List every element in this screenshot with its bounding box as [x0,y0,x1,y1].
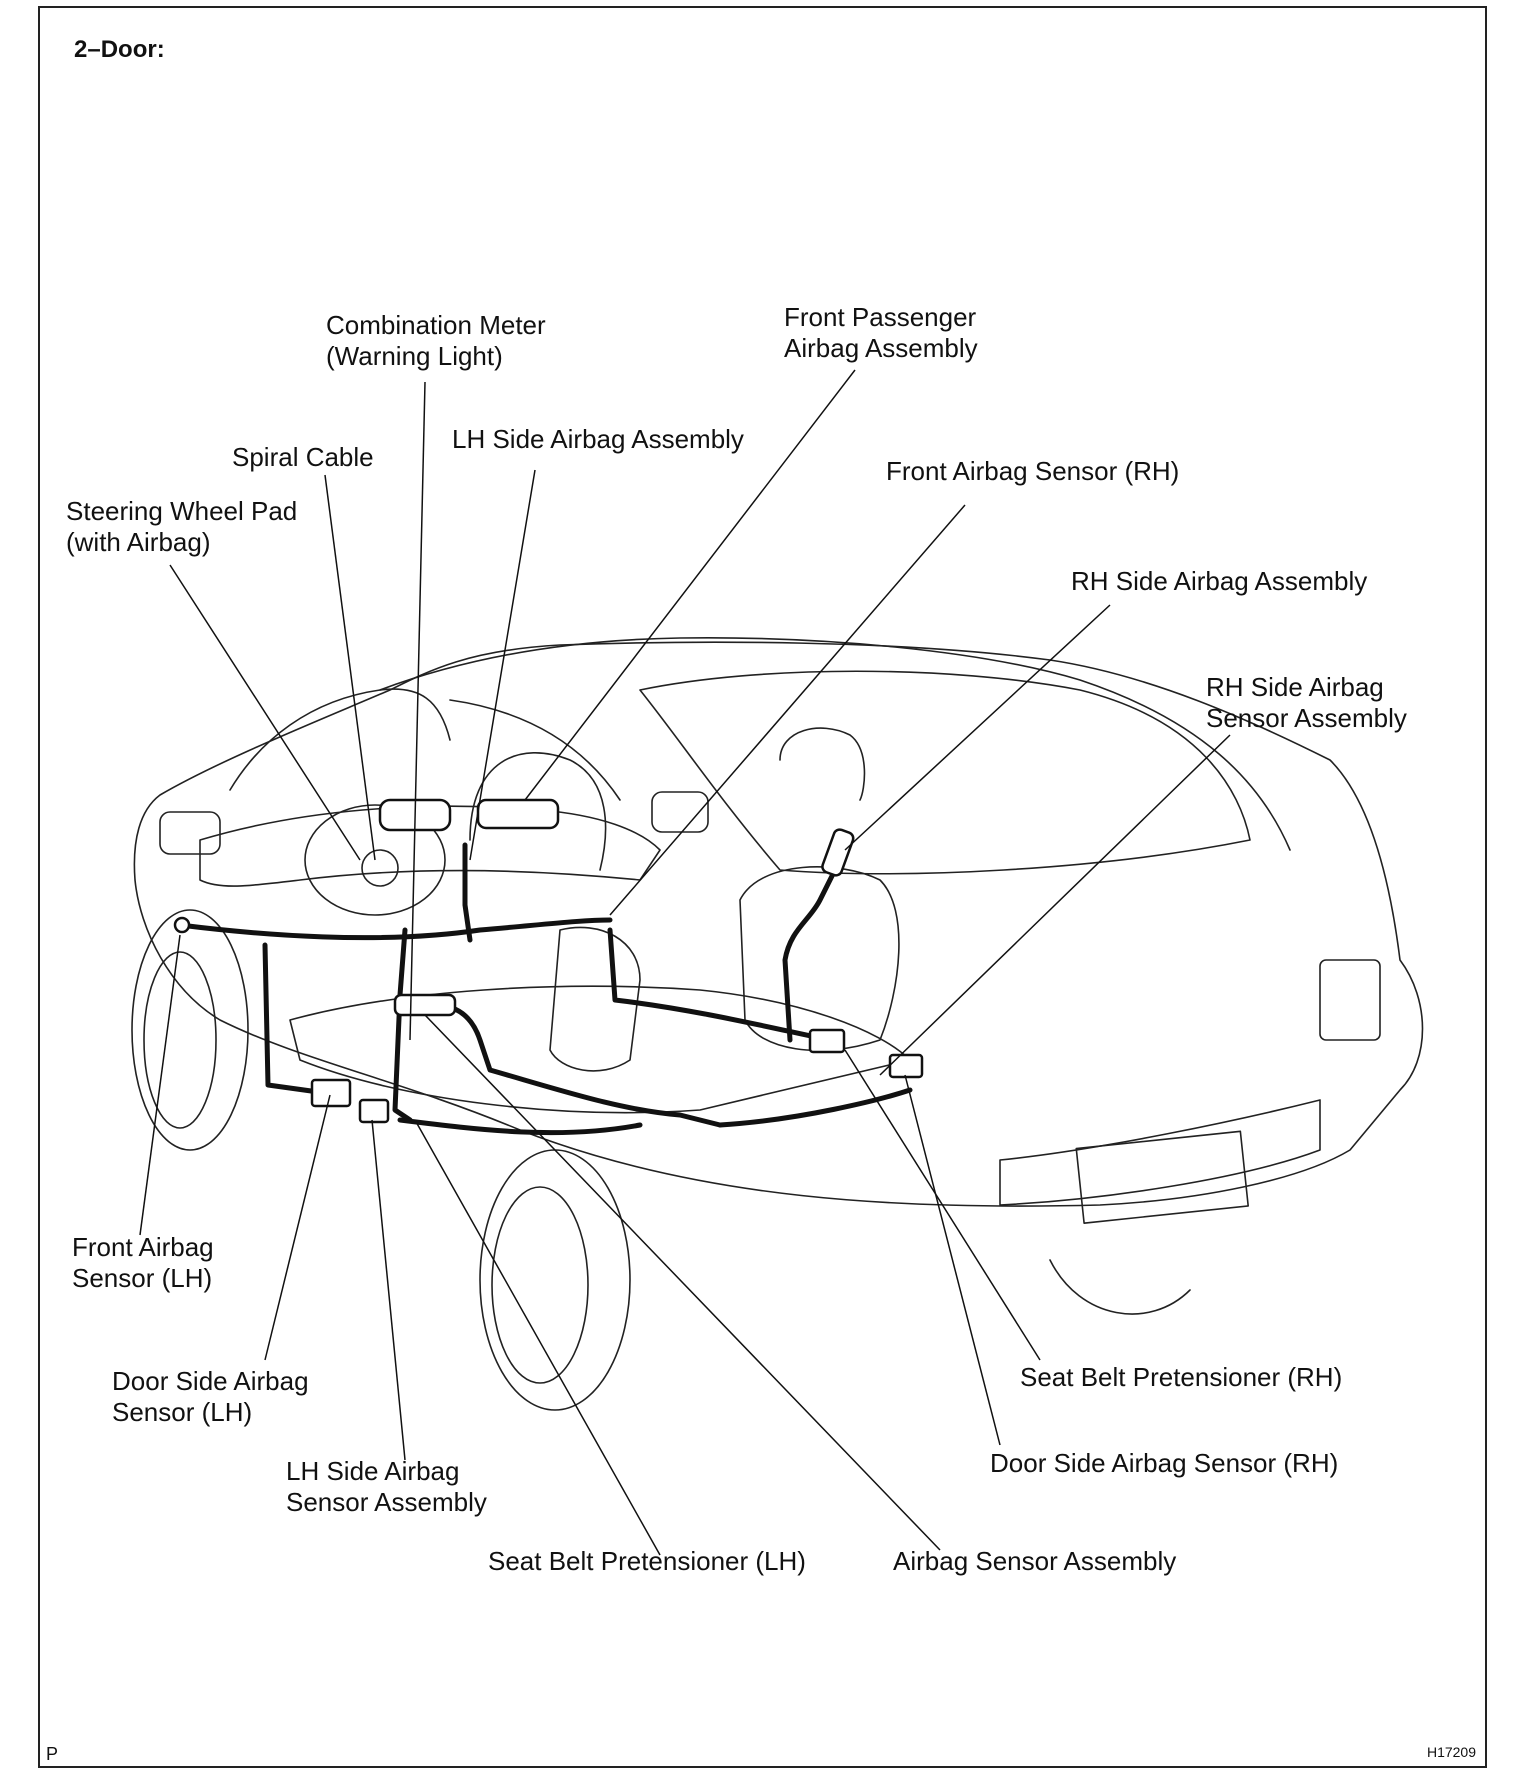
leader-rh-side-airbag-assembly [844,604,1111,851]
right-seat [739,866,900,1052]
leader-front-passenger-airbag [524,369,856,801]
leader-lh-side-airbag-assembly [469,469,536,861]
license-plate [1075,1130,1249,1224]
leader-door-side-airbag-sensor-lh [264,1094,331,1361]
door-side-sensor-lh-module [310,1078,352,1108]
front-left-wheel [131,909,249,1151]
page-title: 2–Door: [74,36,165,63]
front-left-wheel-inner [143,951,217,1129]
leader-lh-side-airbag-sensor [371,1119,406,1461]
wiring-harness-lower [397,1117,643,1136]
label-front-airbag-sensor-rh: Front Airbag Sensor (RH) [886,456,1180,486]
airbag-sensor-assembly-module [393,993,457,1017]
door-side-sensor-rh-module [888,1053,924,1079]
floor-outline [289,985,911,1114]
seat-belt-pretensioner-rh-module [808,1028,846,1054]
left-mirror [159,811,221,855]
label-airbag-sensor-assembly: Airbag Sensor Assembly [893,1546,1177,1576]
wiring-harness-center [392,927,413,1123]
a-pillar-right [449,699,621,801]
leader-seat-belt-pretensioner-rh [844,1049,1041,1361]
wiring-harness-floor [402,1001,723,1128]
leader-airbag-sensor-assembly [424,1014,941,1551]
lh-side-sensor-module [358,1098,390,1124]
steering-wheel [304,804,446,916]
rear-left-wheel-inner [491,1186,589,1384]
rear-left-wheel [479,1149,631,1411]
front-seat-left [469,752,607,871]
label-combination-meter: Combination Meter(Warning Light) [326,310,546,371]
corner-mark: P [46,1744,59,1764]
wiring-harness-front [177,917,613,941]
leader-front-airbag-sensor-rh [609,504,966,916]
rear-light [1319,959,1381,1041]
label-seat-belt-pretensioner-rh: Seat Belt Pretensioner (RH) [1020,1362,1343,1392]
leader-rh-side-airbag-sensor [879,734,1231,1076]
rear-seat-headrest [779,727,866,801]
rh-side-airbag-module [821,828,855,877]
wiring-harness-rear [717,1087,913,1128]
front-airbag-sensor-lh-module [173,916,191,934]
rear-right-wheel [1049,1259,1191,1315]
figure-frame [38,6,1487,1768]
label-lh-side-airbag-assembly: LH Side Airbag Assembly [452,424,744,454]
label-door-side-airbag-sensor-rh: Door Side Airbag Sensor (RH) [990,1448,1339,1478]
steering-hub [361,849,399,887]
label-steering-wheel-pad: Steering Wheel Pad(with Airbag) [66,496,298,557]
leader-spiral-cable [324,474,376,861]
left-seat [549,926,641,1072]
front-passenger-airbag-module [476,798,560,830]
car-roof [379,637,1291,851]
label-spiral-cable: Spiral Cable [232,442,374,472]
leader-front-airbag-sensor-lh [139,934,181,1236]
leader-seat-belt-pretensioner-lh [414,1119,661,1556]
leader-steering-wheel-pad [169,564,361,861]
label-rh-side-airbag-assembly: RH Side Airbag Assembly [1071,566,1368,596]
rear-window [639,670,1251,875]
right-mirror [651,791,709,833]
car-body-outline [133,641,1424,1207]
leader-combination-meter [409,381,426,1041]
a-pillar-left [229,688,451,791]
wiring-harness-right [607,927,833,1043]
wiring-harness-dash [462,842,473,943]
label-seat-belt-pretensioner-lh: Seat Belt Pretensioner (LH) [488,1546,806,1576]
wiring-harness-rh-riser [782,857,843,1043]
leader-door-side-airbag-sensor-rh [904,1074,1001,1446]
rear-bumper [999,1099,1321,1206]
wiring-harness-left-drop [262,942,343,1098]
figure-code: H17209 [1426,1744,1476,1760]
